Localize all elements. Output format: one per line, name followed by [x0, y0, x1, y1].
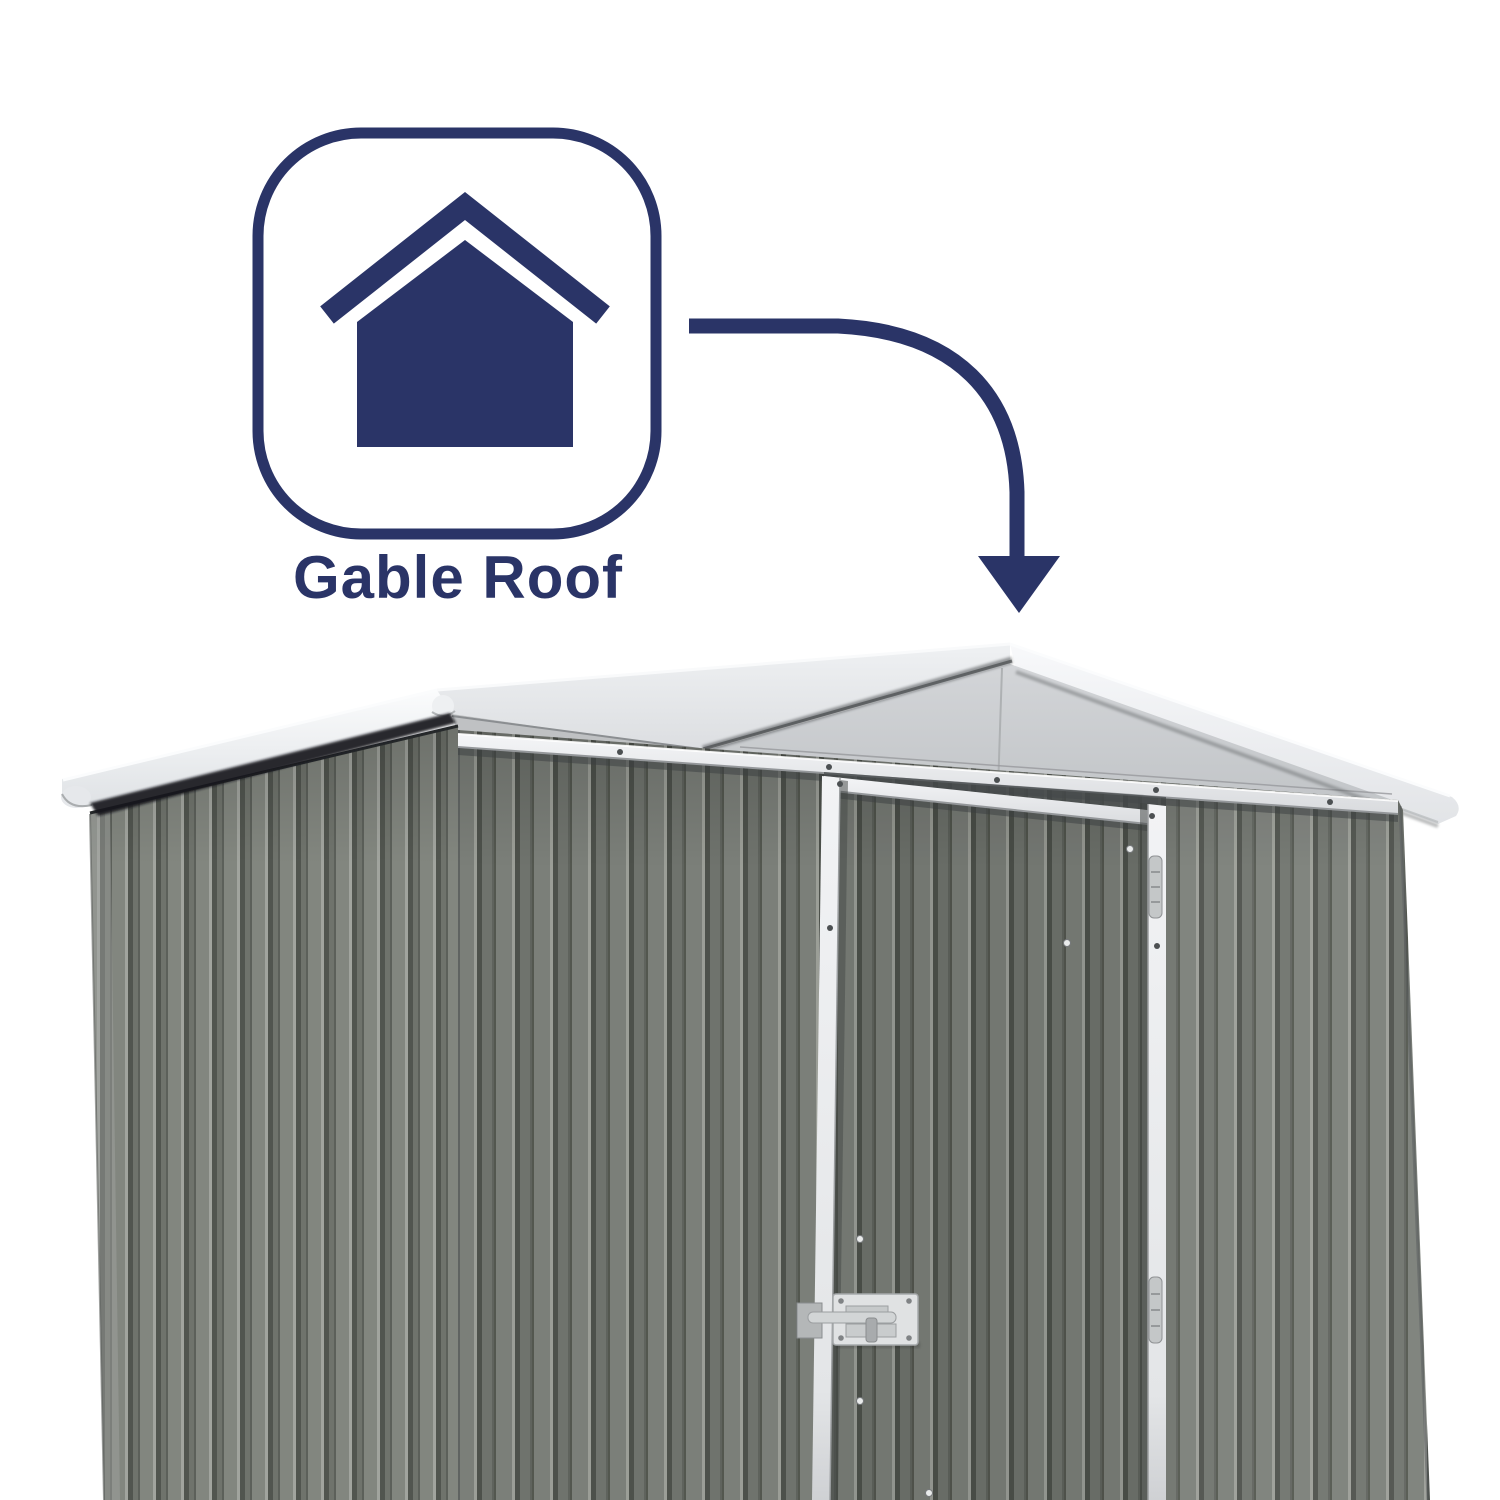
- gable-horizontal-seam: [739, 746, 1393, 795]
- shed-gable-panel: [700, 656, 1439, 828]
- door-latch: [796, 1293, 920, 1348]
- right-section-light: [1166, 800, 1428, 1500]
- latch-bolt: [807, 1311, 897, 1324]
- gable-vertical-seam: [997, 667, 1003, 791]
- rivets: [856, 845, 1134, 1497]
- arrowhead: [978, 556, 1060, 613]
- door-hinge-bottom: [1148, 1276, 1163, 1344]
- shed-front-wall: [458, 730, 1430, 1500]
- right-wall-edge: [1398, 805, 1430, 1500]
- screws: [617, 749, 1333, 949]
- gable-roof-icon: [252, 127, 662, 540]
- house-icon: [320, 191, 610, 447]
- door-right-jamb: [1140, 803, 1166, 1500]
- roof-mid-curl: [432, 695, 454, 717]
- door-top-trim: [823, 772, 1167, 833]
- gable-roof-label: Gable Roof: [292, 544, 623, 611]
- roof-ridge-surface: [437, 644, 1010, 750]
- shed-left-wall: [89, 724, 459, 1500]
- shed-photo: [61, 642, 1459, 1500]
- left-fascia-shadow: [90, 713, 456, 816]
- latch-knob: [865, 1317, 878, 1343]
- roof-right-fascia: [1010, 644, 1459, 824]
- curved-arrow-pointer: [689, 318, 1060, 613]
- door-panel-shade: [838, 783, 1140, 1500]
- door-hinge-top: [1148, 855, 1163, 919]
- roof-left-fascia: [62, 690, 452, 806]
